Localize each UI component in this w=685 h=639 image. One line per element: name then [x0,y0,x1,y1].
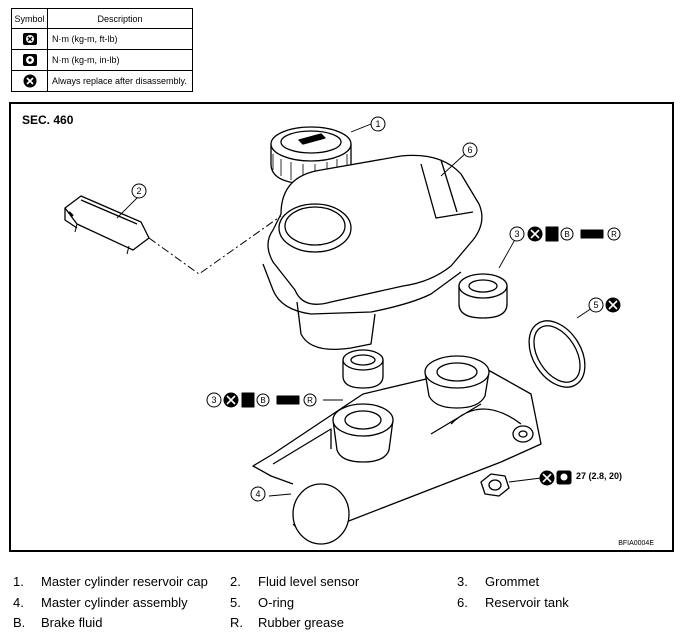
torque-spec-label: 27 (2.8, 20) [576,471,623,481]
part-item: 3. Grommet [457,574,539,589]
torque-ft-lb-icon [22,32,38,46]
part-item: 1. Master cylinder reservoir cap [13,574,208,589]
flange-nut-drawing [480,473,510,497]
part-name: Brake fluid [41,615,103,630]
brake-fluid-letter-lower: B [260,396,265,405]
part-item: 4. Master cylinder assembly [13,595,188,610]
o-ring-drawing [528,320,586,388]
callout-3-lower: 3 [211,395,216,405]
part-item: R. Rubber grease [230,615,344,630]
callout-5: 5 [593,300,598,310]
part-name: Master cylinder assembly [41,595,188,610]
part-item: 2. Fluid level sensor [230,574,359,589]
part-item: B. Brake fluid [13,615,102,630]
rubber-grease-letter-lower: R [307,396,313,405]
part-number: R. [230,615,243,630]
legend-row: N·m (kg-m, ft-lb) [11,28,193,50]
torque-in-lb-icon [22,53,38,67]
section-label: SEC. 460 [22,113,74,127]
fluid-level-sensor-drawing [64,195,150,255]
figure-code: BFIA0004E [618,540,654,547]
part-item: 5. O-ring [230,595,294,610]
part-number: 4. [13,595,24,610]
part-item: 6. Reservoir tank [457,595,569,610]
part-number: 5. [230,595,241,610]
part-name: Rubber grease [258,615,344,630]
brake-fluid-letter-upper: B [564,230,569,239]
grommet-upper-drawing [458,273,508,319]
always-replace-icon [22,74,38,88]
callout-6: 6 [467,145,472,155]
part-number: 2. [230,574,241,589]
rubber-grease-letter-upper: R [611,230,617,239]
legend-description: N·m (kg-m, in-lb) [47,49,193,71]
master-cylinder-drawing [252,355,542,545]
part-number: 1. [13,574,24,589]
exploded-view-diagram: SEC. 460 [9,102,674,552]
part-number: B. [13,615,26,630]
callout-3-upper: 3 [514,229,519,239]
grommet-lower-drawing [342,349,384,389]
symbol-legend-table: Symbol Description N·m (kg-m, ft-lb) N·m… [11,8,193,92]
legend-row: N·m (kg-m, in-lb) [11,49,193,71]
legend-header-description: Description [47,8,193,29]
part-name: Reservoir tank [485,595,569,610]
part-number: 6. [457,595,468,610]
legend-description: N·m (kg-m, ft-lb) [47,28,193,50]
part-name: Master cylinder reservoir cap [41,574,208,589]
part-name: Fluid level sensor [258,574,360,589]
part-number: 3. [457,574,468,589]
legend-row: Always replace after disassembly. [11,70,193,92]
part-name: Grommet [485,574,540,589]
master-cylinder-illustration: 1 2 3 3 4 5 6 B R B R [64,116,621,545]
part-name: O-ring [258,595,295,610]
legend-header-row: Symbol Description [11,8,193,29]
callout-2: 2 [136,186,141,196]
reservoir-tank-drawing [262,154,483,351]
legend-header-symbol: Symbol [11,8,48,29]
legend-description: Always replace after disassembly. [47,70,193,92]
callout-1: 1 [375,119,380,129]
callout-4: 4 [255,489,260,499]
